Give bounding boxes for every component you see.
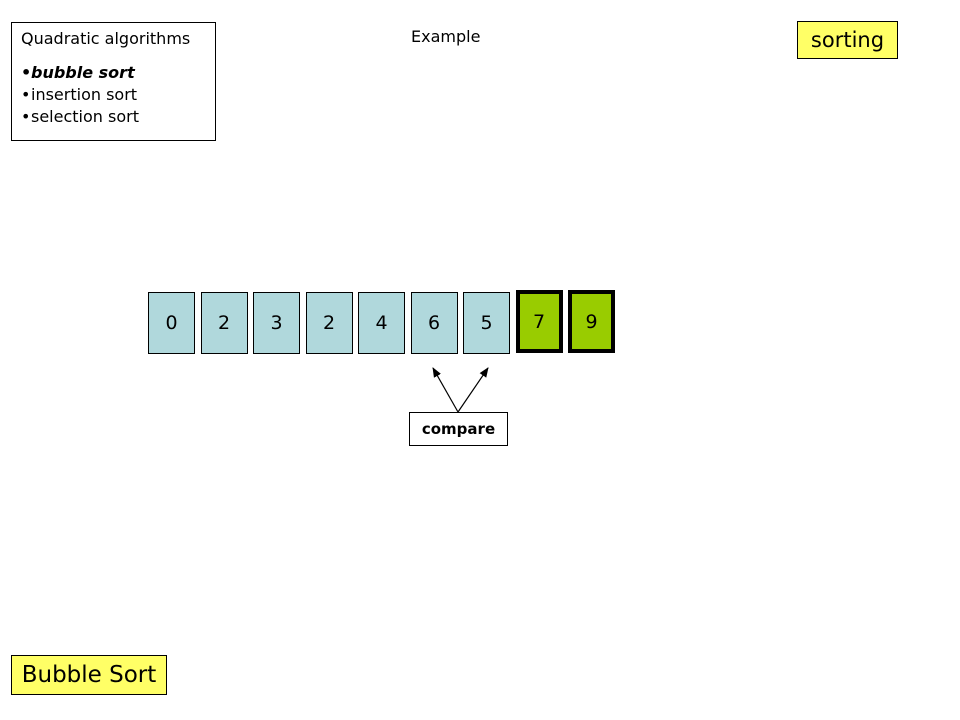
array-cell: 6 xyxy=(410,292,458,354)
compare-arrow-right xyxy=(457,367,489,413)
array-cell: 4 xyxy=(358,292,405,354)
array-cell: 5 xyxy=(463,292,510,354)
topic-item-selection-sort: selection sort xyxy=(21,106,215,128)
array-cell: 7 xyxy=(515,290,563,353)
slide-title: Bubble Sort xyxy=(11,655,167,695)
array-cell: 3 xyxy=(253,292,300,354)
array-cell: 2 xyxy=(305,292,353,354)
topic-item-bubble-sort: bubble sort xyxy=(21,62,215,84)
array-cell: 0 xyxy=(148,292,195,354)
topic-item-insertion-sort: insertion sort xyxy=(21,84,215,106)
topic-list: bubble sort insertion sort selection sor… xyxy=(21,62,215,128)
compare-label: compare xyxy=(409,412,508,446)
example-label: Example xyxy=(411,27,481,46)
algorithm-topic-box: Quadratic algorithms bubble sort inserti… xyxy=(11,22,216,141)
topic-title: Quadratic algorithms xyxy=(21,29,191,48)
sorting-tag: sorting xyxy=(797,21,898,59)
compare-arrow-left xyxy=(432,367,459,413)
array-cell: 9 xyxy=(568,290,615,353)
array-cell: 2 xyxy=(200,292,248,354)
